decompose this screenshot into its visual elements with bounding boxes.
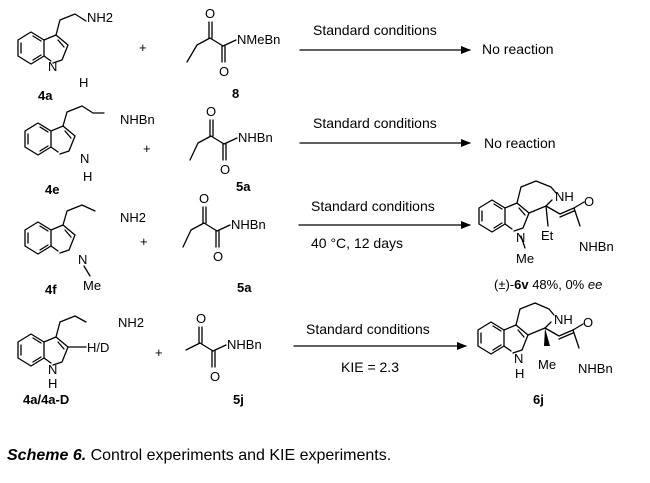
tryptamine-4a: NH2 N H 4a: [17, 10, 113, 103]
reaction-scheme: NH2 N H 4a + O O NMeBn 8 Standard condit…: [17, 6, 614, 407]
product-nh-label: NH: [554, 312, 573, 327]
conditions-text: Standard conditions: [311, 198, 435, 214]
product-o-label: O: [584, 194, 594, 209]
product-et-label: Et: [541, 228, 554, 243]
amine-label: NHBn: [120, 112, 155, 127]
amide-o-label: O: [220, 162, 230, 177]
product-n-methyl-label: Me: [516, 251, 534, 266]
product-6j: NH O N Me NHBn H 6j: [477, 302, 613, 407]
conditions-text: Standard conditions: [313, 115, 437, 131]
plus-sign: +: [140, 234, 148, 249]
product-o-label: O: [583, 315, 593, 330]
ketoamide-5a: O O NHBn 5a: [189, 104, 273, 194]
compound-label-5a: 5a: [236, 179, 251, 194]
product-me-label: Me: [538, 357, 556, 372]
product-6v: NH O N Et NHBn Me (±)-6v 48%, 0% ee: [478, 180, 614, 292]
amide-nhbn-label: NHBn: [238, 130, 273, 145]
plus-sign: +: [155, 345, 163, 360]
plus-sign: +: [143, 141, 151, 156]
product-label-6v: (±)-6v 48%, 0% ee: [494, 277, 602, 292]
plus-sign: +: [139, 40, 147, 55]
product-nh-label: NH: [555, 189, 574, 204]
product-n-label: N: [514, 351, 523, 366]
amine-label: NH2: [87, 10, 113, 25]
row-2: NHBn N H 4e + O O NHBn 5a Standard condi…: [24, 104, 556, 197]
ketoamide-5j: O O NHBn 5j: [185, 311, 262, 407]
tryptamine-4e: NHBn N H 4e: [24, 105, 155, 197]
indole-h-label: H: [83, 169, 92, 184]
amide-o-label: O: [219, 64, 229, 79]
ketone-o-label: O: [199, 191, 209, 206]
compound-label-8: 8: [232, 86, 239, 101]
product-indole-h-label: H: [515, 366, 524, 381]
ketone-o-label: O: [206, 104, 216, 119]
row-1: NH2 N H 4a + O O NMeBn 8 Standard condit…: [17, 6, 554, 103]
indole-h-label: H: [48, 376, 57, 391]
indole-n-label: N: [80, 151, 89, 166]
product-n-label: N: [516, 230, 525, 245]
ketoamide-5a: O O NHBn 5a: [182, 191, 266, 295]
amide-o-label: O: [213, 249, 223, 264]
ketone-o-label: O: [205, 6, 215, 21]
tryptamine-4a-d: NH2 H/D N H 4a/4a-D: [17, 315, 144, 407]
caption-title: Scheme 6.: [7, 447, 87, 464]
amine-label: NH2: [120, 210, 146, 225]
indole-n-label: N: [78, 252, 87, 267]
n-methyl-label: Me: [83, 278, 101, 293]
outcome-text: No reaction: [484, 135, 556, 151]
indole-n-label: N: [48, 362, 57, 377]
h-d-label: H/D: [87, 340, 109, 355]
tryptamine-4f: NH2 N Me 4f: [24, 204, 146, 297]
caption-text: Control experiments and KIE experiments.: [86, 447, 392, 464]
compound-label-4f: 4f: [45, 282, 57, 297]
compound-label-4a-4a-d: 4a/4a-D: [23, 392, 69, 407]
compound-label-5j: 5j: [233, 392, 244, 407]
product-amide-label: NHBn: [579, 239, 614, 254]
ketone-o-label: O: [196, 311, 206, 326]
indole-n-label: N: [48, 59, 57, 74]
amide-nhbn-label: NHBn: [231, 217, 266, 232]
compound-label-5a: 5a: [237, 280, 252, 295]
conditions-below-text: KIE = 2.3: [341, 359, 399, 375]
product-amide-label: NHBn: [578, 361, 613, 376]
outcome-text: No reaction: [482, 41, 554, 57]
conditions-text: Standard conditions: [306, 321, 430, 337]
conditions-below-text: 40 °C, 12 days: [311, 235, 403, 251]
compound-label-4e: 4e: [45, 182, 59, 197]
conditions-text: Standard conditions: [313, 22, 437, 38]
amide-o-label: O: [210, 369, 220, 384]
product-label-6j: 6j: [533, 392, 544, 407]
scheme-caption: Scheme 6. Control experiments and KIE ex…: [7, 447, 391, 465]
row-4: NH2 H/D N H 4a/4a-D + O O NHBn 5j Standa…: [17, 302, 613, 407]
row-3: NH2 N Me 4f + O O NHBn 5a Standard condi…: [24, 180, 614, 297]
compound-label-4a: 4a: [38, 88, 53, 103]
ketoamide-8: O O NMeBn 8: [186, 6, 280, 101]
amide-nhbn-label: NHBn: [227, 337, 262, 352]
amide-nmebn-label: NMeBn: [237, 32, 280, 47]
amine-label: NH2: [118, 315, 144, 330]
indole-h-label: H: [79, 75, 88, 90]
